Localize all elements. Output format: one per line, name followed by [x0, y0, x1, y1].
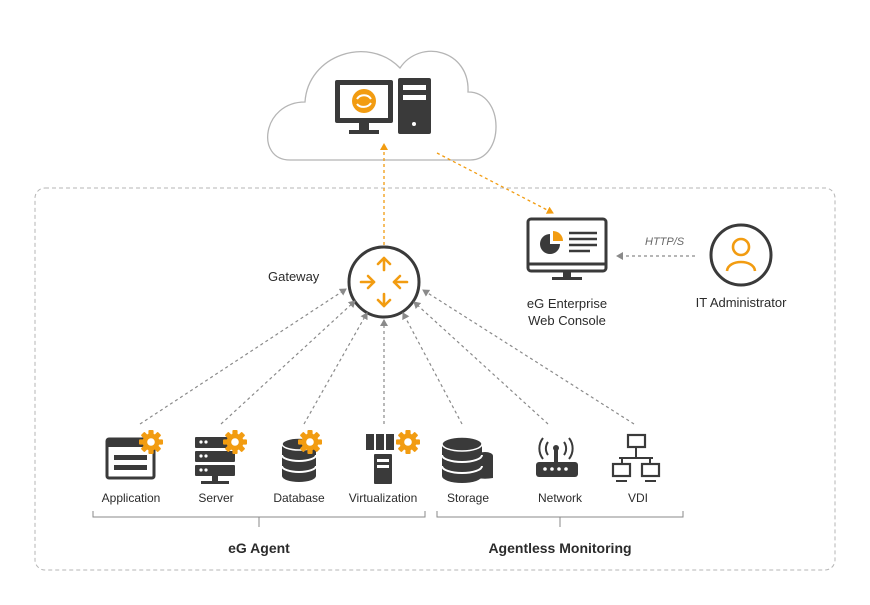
virtualization-label: Virtualization [348, 491, 418, 505]
eg-agent-bracket [92, 511, 426, 518]
vdi-network-icon [611, 433, 661, 482]
vdi-label: VDI [627, 491, 649, 505]
http-protocol-label: HTTP/S [645, 236, 685, 248]
monitored-environment-boundary [34, 187, 836, 571]
network-label: Network [537, 491, 583, 505]
storage-icon [441, 436, 493, 483]
web-console-label-line2: Web Console [528, 313, 606, 328]
database-label: Database [273, 491, 325, 505]
application-label: Application [101, 491, 161, 505]
agentless-group-label: Agentless Monitoring [488, 540, 632, 556]
it-administrator-label: IT Administrator [695, 295, 787, 310]
it-administrator-icon [709, 223, 773, 287]
application-window-icon [105, 430, 163, 480]
storage-label: Storage [446, 491, 490, 505]
network-router-icon [536, 437, 578, 477]
gateway-label: Gateway [268, 269, 320, 284]
database-icon [281, 430, 322, 482]
virtualization-icon [366, 430, 420, 484]
gateway-icon [347, 245, 421, 319]
web-console-label-line1: eG Enterprise [526, 296, 608, 311]
eg-agent-group-label: eG Agent [228, 540, 290, 556]
server-rack-icon [195, 430, 247, 484]
eg-logo-icon [352, 89, 376, 113]
server-label: Server [198, 491, 234, 505]
web-console-icon [526, 217, 608, 280]
saas-manager-icon [335, 78, 431, 134]
agentless-bracket [436, 511, 684, 518]
